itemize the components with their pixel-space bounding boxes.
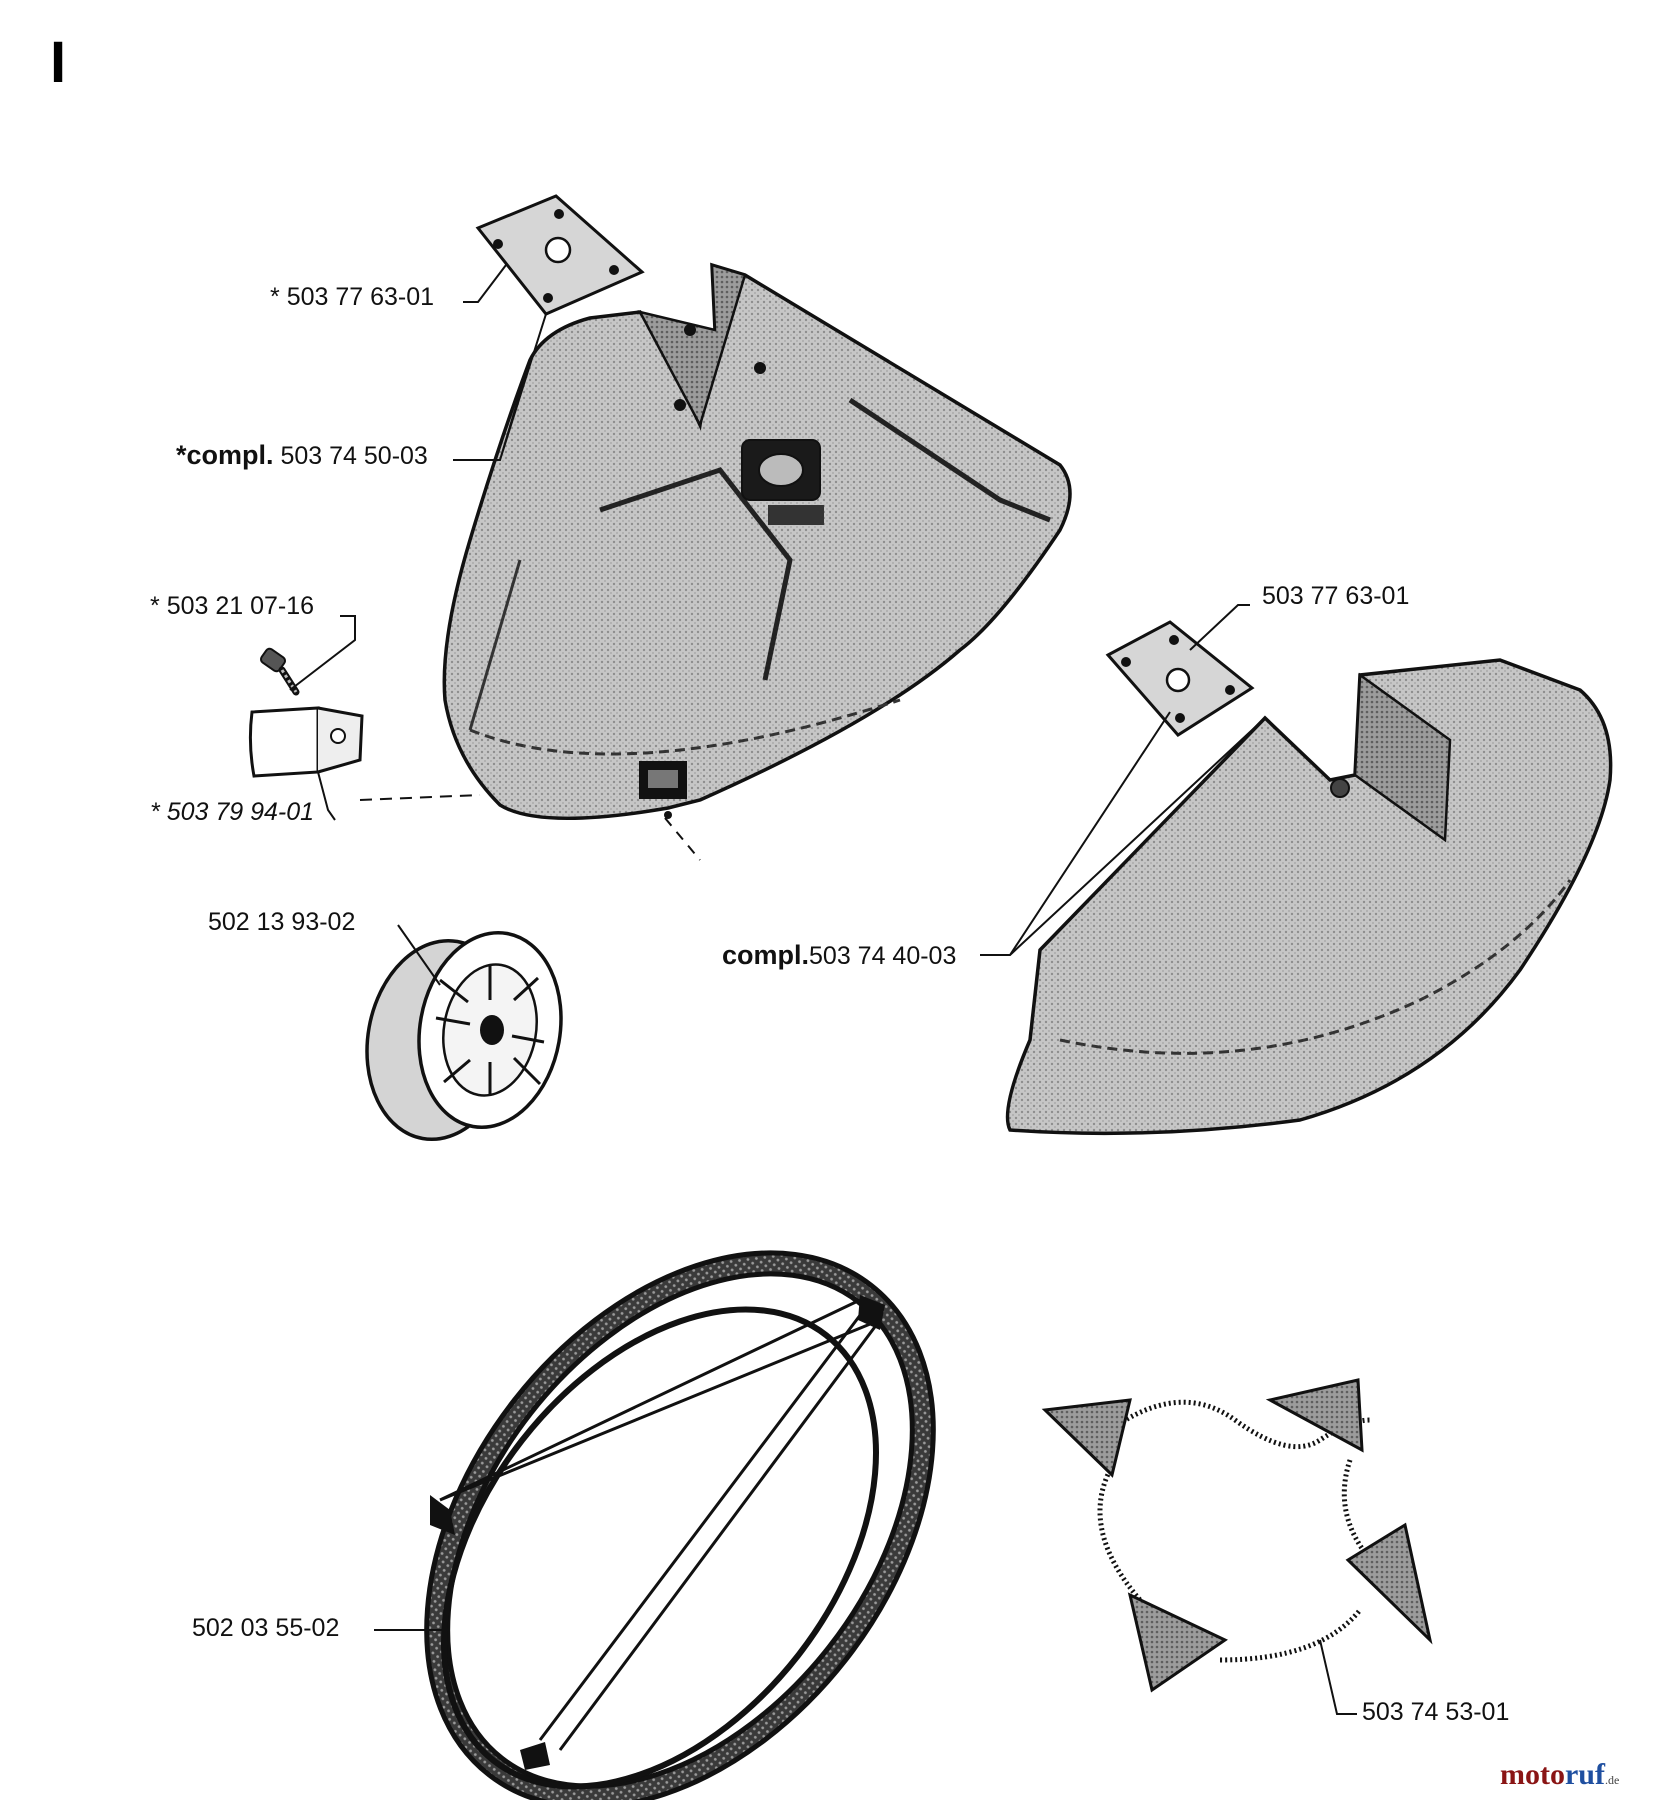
star-marker: * bbox=[176, 440, 187, 470]
part-label-harness-pads: 503 74 53-01 bbox=[1362, 1700, 1509, 1725]
part-number: 503 77 63-01 bbox=[1262, 582, 1410, 610]
section-letter: I bbox=[50, 30, 67, 95]
leader-lines bbox=[289, 264, 1357, 1715]
part-label-plate-right: 503 77 63-01 bbox=[1262, 584, 1409, 609]
part-label-screw: * 503 21 07-16 bbox=[150, 594, 314, 619]
star-marker: * bbox=[150, 798, 167, 826]
mounting-plate-top bbox=[475, 194, 645, 316]
watermark-suffix: .de bbox=[1604, 1773, 1620, 1787]
part-number: 502 03 55-02 bbox=[192, 1614, 340, 1642]
part-number: 502 13 93-02 bbox=[208, 908, 356, 936]
watermark-logo: motoruf.de bbox=[1500, 1760, 1619, 1790]
screw bbox=[259, 647, 300, 696]
part-label-guard2-compl: compl.503 74 40-03 bbox=[722, 942, 956, 969]
part-label-spool: 502 13 93-02 bbox=[208, 910, 355, 935]
part-number: 503 74 50-03 bbox=[280, 442, 428, 470]
star-marker: * bbox=[270, 283, 287, 311]
part-number: 503 74 40-03 bbox=[809, 942, 957, 970]
grass-guard-top bbox=[442, 262, 1072, 820]
watermark-part2: ruf bbox=[1564, 1758, 1605, 1791]
grass-guard-right bbox=[1005, 658, 1613, 1136]
part-label-harness-ring: 502 03 55-02 bbox=[192, 1616, 339, 1641]
harness-ring bbox=[424, 1250, 936, 1800]
star-marker: * bbox=[150, 592, 167, 620]
spool bbox=[365, 930, 563, 1142]
compl-prefix: compl. bbox=[722, 940, 810, 970]
part-label-plate-top: * 503 77 63-01 bbox=[270, 285, 434, 310]
harness-pads bbox=[1041, 1378, 1433, 1693]
mounting-plate-right bbox=[1105, 620, 1255, 737]
compl-prefix: compl. bbox=[186, 440, 274, 470]
part-label-bracket: * 503 79 94-01 bbox=[150, 800, 314, 825]
part-number: 503 77 63-01 bbox=[286, 283, 435, 311]
part-number: 503 79 94-01 bbox=[166, 798, 315, 826]
watermark-part1: moto bbox=[1500, 1758, 1565, 1791]
bracket bbox=[248, 706, 364, 778]
part-number: 503 74 53-01 bbox=[1362, 1698, 1510, 1726]
part-label-guard-compl: *compl. 503 74 50-03 bbox=[176, 442, 428, 469]
part-number: 503 21 07-16 bbox=[166, 592, 315, 620]
